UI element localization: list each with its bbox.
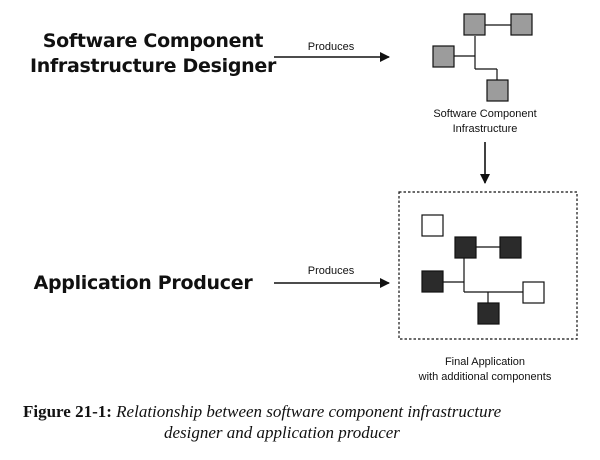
figure-caption-text: designer and application producer xyxy=(164,423,400,442)
infrastructure-connectors xyxy=(454,24,511,80)
designer-role-line: Software Component xyxy=(42,30,264,52)
infrastructure-component xyxy=(486,79,509,102)
infrastructure-component xyxy=(510,13,533,36)
designer-role-line: Infrastructure Designer xyxy=(29,55,277,77)
produces-label-bottom: Produces xyxy=(307,265,355,277)
infrastructure-network xyxy=(432,13,533,102)
final-application-caption-line: with additional components xyxy=(418,371,552,383)
designer-role-label: Software Component Infrastructure Design… xyxy=(22,29,284,79)
final-application-frame xyxy=(398,191,578,340)
additional-component xyxy=(522,281,545,304)
final-application-caption-line: Final Application xyxy=(444,356,526,368)
infrastructure-component xyxy=(477,302,500,325)
infrastructure-component xyxy=(499,236,522,259)
application-connectors xyxy=(443,246,523,303)
infrastructure-component xyxy=(421,270,444,293)
figure-caption-line: Figure 21-1: Relationship between softwa… xyxy=(23,402,501,422)
infrastructure-component xyxy=(432,45,455,68)
infrastructure-component xyxy=(454,236,477,259)
final-application-network xyxy=(421,214,545,325)
figure-label: Figure 21-1: xyxy=(23,402,117,421)
figure-caption-text: Relationship between software component … xyxy=(116,402,502,421)
infrastructure-caption-line: Software Component xyxy=(433,108,537,120)
producer-role-label: Application Producer xyxy=(33,272,253,294)
additional-component xyxy=(421,214,444,237)
infrastructure-caption: Software Component Infrastructure xyxy=(405,107,565,137)
infrastructure-component xyxy=(463,13,486,36)
infrastructure-caption-line: Infrastructure xyxy=(452,123,518,135)
produces-label-top: Produces xyxy=(307,41,355,53)
final-application-caption: Final Application with additional compon… xyxy=(390,355,580,385)
